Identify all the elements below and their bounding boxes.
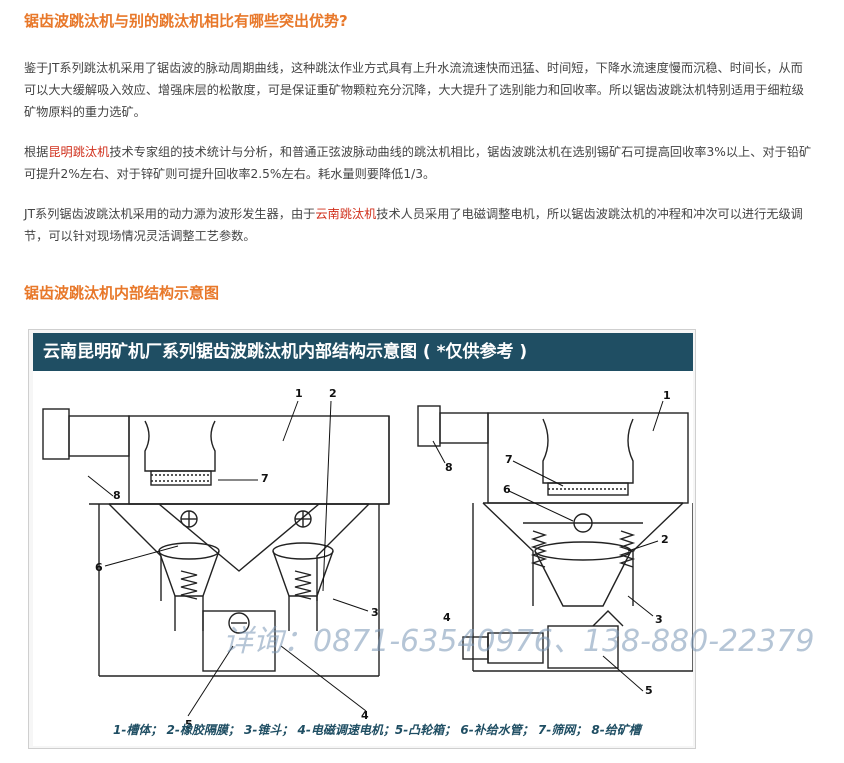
right-drum [542,418,634,484]
structure-diagram-image: 云南昆明矿机厂系列锯齿波跳汰机内部结构示意图 ( *仅供参考 ) [28,329,814,749]
diagram-body: 1 2 7 8 6 3 5 4 1 7 8 6 2 3 4 5 详询：0871-… [33,371,814,746]
callout-label: 6 [95,561,103,574]
callout-label: 8 [113,489,121,502]
callout-label: 5 [645,684,653,697]
left-feed-trough [68,415,130,457]
left-tank [128,415,390,505]
paragraph-stats-lead: 根据 [24,145,49,159]
diagram-drawing [42,400,693,717]
paragraph-curve: 鉴于JT系列跳汰机采用了锯齿波的脉动周期曲线，这种跳汰作业方式具有上升水流流速快… [24,61,804,119]
right-diaphragm [534,541,632,561]
link-kunming-jig[interactable]: 昆明跳汰机 [48,145,110,159]
callout-label: 2 [329,387,337,400]
paragraph-power: JT系列锯齿波跳汰机采用的动力源为波形发生器，由于云南跳汰机技术人员采用了电磁调… [24,203,814,247]
callout-label: 3 [655,613,663,626]
left-feed-chute [42,408,70,460]
left-diaphragm-1 [158,542,220,560]
callout-label: 3 [371,606,379,619]
paragraph-power-rest: 技术人员采用了电磁调整电机，所以锯齿波跳汰机的冲程和冲次可以进行无级调节，可以针… [24,207,803,243]
callout-label: 7 [505,453,513,466]
phone-watermark: 详询：0871-63540976、138-880-22379 [223,624,815,659]
right-feed-trough [439,412,489,444]
left-motor [228,612,250,634]
left-screen-mesh [150,470,212,486]
diagram-legend: 1-槽体； 2-橡胶隔膜； 3-锥斗； 4-电磁调速电机；5-凸轮箱； 6-补给… [113,723,641,737]
paragraph-stats-rest: 技术专家组的技术统计与分析，和普通正弦波脉动曲线的跳汰机相比，锯齿波跳汰机在选别… [24,145,812,181]
section-heading-advantages: 锯齿波跳汰机与别的跳汰机相比有哪些突出优势? [24,12,348,30]
link-yunnan-jig[interactable]: 云南跳汰机 [315,207,377,221]
diagram-title: 云南昆明矿机厂系列锯齿波跳汰机内部结构示意图 ( *仅供参考 ) [33,333,693,371]
callout-label: 6 [503,483,511,496]
right-cam-box [547,625,619,669]
callout-label: 8 [445,461,453,474]
right-feed-chute [417,405,441,447]
paragraph-power-lead: JT系列锯齿波跳汰机采用的动力源为波形发生器，由于 [24,207,316,221]
callout-label: 2 [661,533,669,546]
callout-label: 4 [443,611,451,624]
paragraph-stats: 根据昆明跳汰机技术专家组的技术统计与分析，和普通正弦波脉动曲线的跳汰机相比，锯齿… [24,141,814,185]
left-cam-box [202,610,276,672]
callout-label: 5 [185,718,193,731]
section-heading-structure: 锯齿波跳汰机内部结构示意图 [24,284,220,302]
right-cone-outline [482,502,534,606]
callout-label: 1 [295,387,303,400]
left-drum [144,420,216,472]
callout-label: 1 [663,389,671,402]
callout-label: 7 [261,472,269,485]
callout-label: 4 [361,709,369,722]
